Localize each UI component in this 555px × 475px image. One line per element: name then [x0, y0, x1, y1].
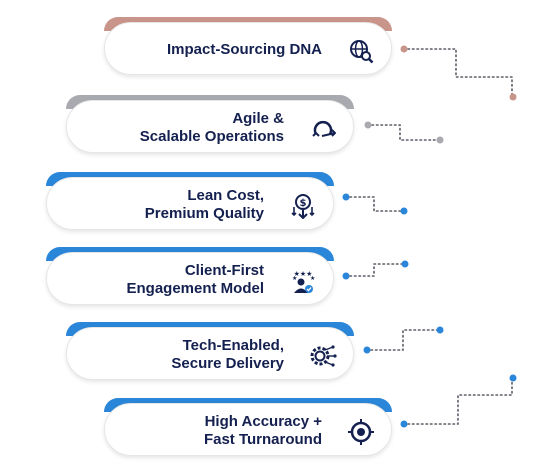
connector-dot: [400, 207, 408, 215]
connector-dot: [400, 420, 408, 428]
pill-label-line: Lean Cost,: [187, 187, 264, 204]
pill-label-line: Tech-Enabled,: [182, 337, 284, 354]
connector-dot: [364, 121, 372, 129]
feature-pill-high-accuracy: High Accuracy + Fast Turnaround: [104, 398, 392, 456]
pill-label-line: Fast Turnaround: [203, 431, 322, 448]
pill-label: Agile & Scalable Operations: [140, 103, 284, 153]
target-icon: [344, 415, 378, 449]
connector-dot: [342, 272, 350, 280]
cycle-arrows-icon: [306, 112, 340, 146]
pill-label: Lean Cost, Premium Quality: [145, 180, 264, 230]
svg-text:★: ★: [310, 275, 315, 282]
globe-search-icon: [344, 34, 378, 68]
money-bag-icon: $: [286, 189, 320, 223]
feature-pill-lean-cost: Lean Cost, Premium Quality $: [46, 172, 334, 230]
svg-text:★★★: ★★★: [294, 270, 313, 278]
feature-pill-agile-scalable: Agile & Scalable Operations: [66, 95, 354, 153]
svg-text:$: $: [300, 198, 307, 209]
connector-dot: [509, 93, 517, 101]
pill-label-line: Impact-Sourcing DNA: [166, 41, 322, 58]
connector-1: [407, 48, 513, 96]
pill-label-line: High Accuracy +: [204, 413, 322, 430]
pill-label-line: Scalable Operations: [139, 128, 284, 145]
connector-dot: [509, 374, 517, 382]
svg-text:★: ★: [292, 275, 297, 282]
feature-pill-client-first: Client-First Engagement Model ★★★ ★ ★: [46, 247, 334, 305]
connector-dot: [342, 193, 350, 201]
connector-dot: [363, 346, 371, 354]
gear-circuit-icon: [306, 339, 340, 373]
pill-label-line: Agile &: [232, 110, 284, 127]
pill-label-line: Client-First: [184, 262, 264, 279]
pill-label: Tech-Enabled, Secure Delivery: [171, 330, 284, 380]
connector-dot: [400, 45, 408, 53]
connector-dot: [436, 136, 444, 144]
pill-label-line: Premium Quality: [144, 205, 264, 222]
connector-dot: [401, 260, 409, 268]
connector-dot: [436, 326, 444, 334]
pill-label: Client-First Engagement Model: [126, 255, 264, 305]
pill-label: Impact-Sourcing DNA: [167, 25, 322, 75]
pill-label: High Accuracy + Fast Turnaround: [204, 406, 322, 456]
pill-label-line: Secure Delivery: [171, 355, 284, 372]
feature-pill-impact-sourcing: Impact-Sourcing DNA: [104, 17, 392, 75]
feature-pill-tech-enabled: Tech-Enabled, Secure Delivery: [66, 322, 354, 380]
pill-label-line: Engagement Model: [126, 280, 264, 297]
client-stars-icon: ★★★ ★ ★: [286, 264, 320, 298]
